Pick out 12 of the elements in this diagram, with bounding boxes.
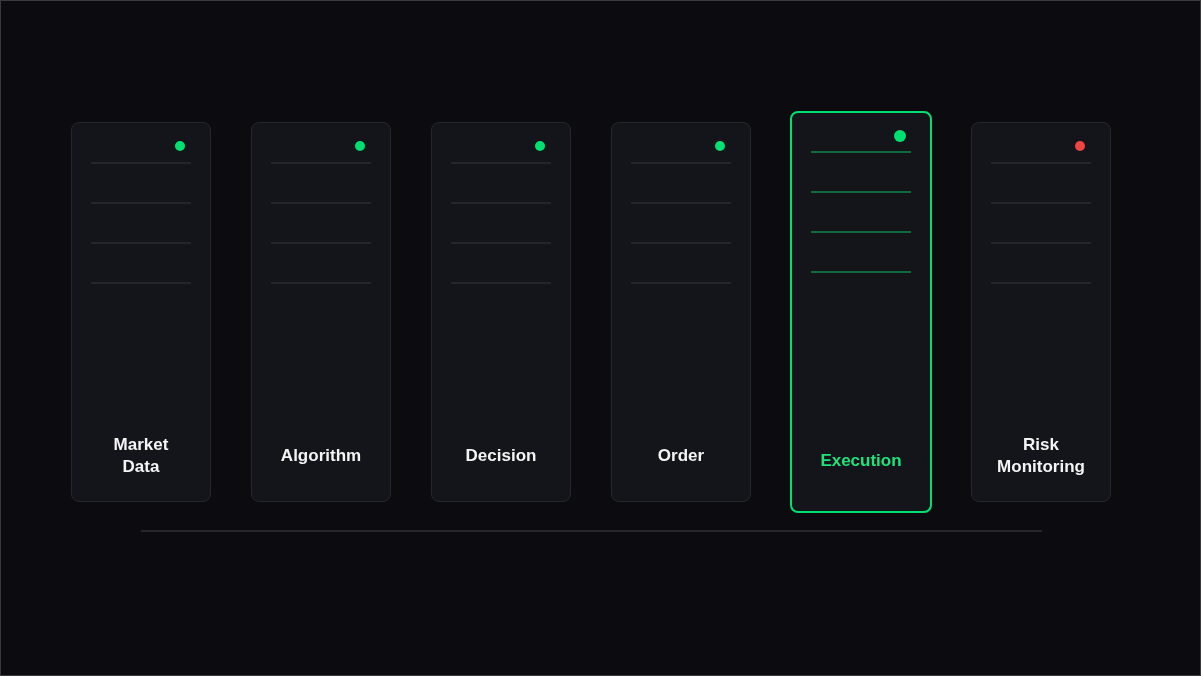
stage-card xyxy=(790,111,932,513)
card-label: Order xyxy=(656,445,706,467)
card-label: Algorithm xyxy=(279,445,363,467)
stage-card xyxy=(611,122,751,502)
stage-card xyxy=(251,122,391,502)
stage-card xyxy=(71,122,211,502)
card-label: Execution xyxy=(819,450,903,472)
card-label: Market Data xyxy=(112,434,170,478)
stage-card xyxy=(431,122,571,502)
stage-card xyxy=(971,122,1111,502)
card-label: Risk Monitoring xyxy=(996,434,1086,478)
card-label: Decision xyxy=(464,445,538,467)
